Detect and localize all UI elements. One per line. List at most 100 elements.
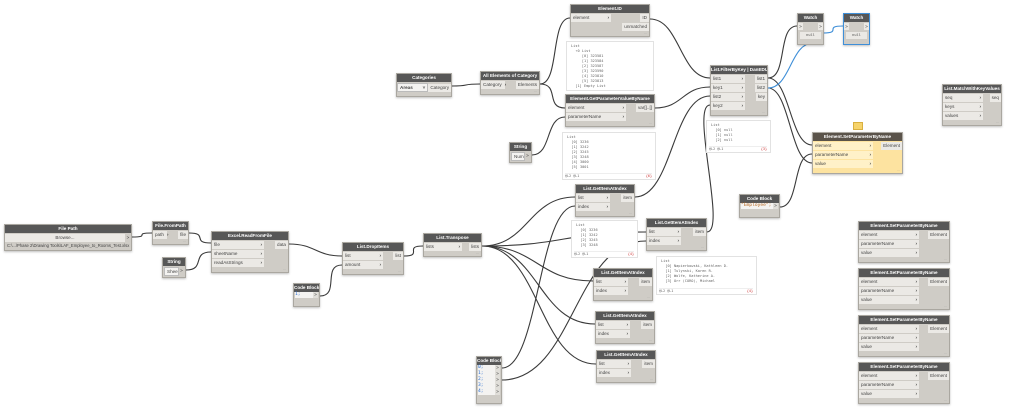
input-port-index[interactable]: index› <box>597 369 631 377</box>
selected-connector-wire[interactable] <box>767 42 814 89</box>
output-port[interactable]: list1 <box>754 75 767 83</box>
node-string-number[interactable]: StringNumber> <box>509 142 532 163</box>
input-port-list2[interactable]: list2› <box>711 93 745 101</box>
input-port-list[interactable]: list› <box>647 228 681 236</box>
output-port[interactable]: Elements <box>515 81 539 89</box>
input-port[interactable]: > <box>844 23 849 30</box>
node-title[interactable]: Element.SetParameterByName <box>859 316 949 324</box>
node-resize-handle[interactable]: … <box>897 168 900 172</box>
comment-icon[interactable] <box>853 122 863 130</box>
node-title[interactable]: File Path <box>5 225 131 233</box>
node-resize-handle[interactable]: … <box>944 304 947 308</box>
node-resize-handle[interactable]: … <box>996 120 999 124</box>
code-text[interactable]: 4; <box>478 389 484 394</box>
code-text[interactable]: 3; <box>478 383 484 388</box>
output-port-arrow[interactable]: > <box>495 377 500 383</box>
input-port-lists[interactable]: lists› <box>424 243 462 251</box>
output-port[interactable]: item <box>639 278 652 286</box>
input-port-parametername[interactable]: parameterName› <box>859 381 919 389</box>
node-resize-handle[interactable]: … <box>649 121 652 125</box>
input-port-amount[interactable]: amount› <box>343 261 383 269</box>
input-port-list[interactable]: list› <box>576 194 610 202</box>
input-port-list1[interactable]: list1› <box>711 75 745 83</box>
node-title[interactable]: List.GetItemAtIndex <box>647 219 706 227</box>
connector-wire[interactable] <box>481 196 576 247</box>
node-title[interactable]: String <box>163 258 185 266</box>
input-port-index[interactable]: index› <box>647 237 681 245</box>
node-title[interactable]: Element.SetParameterByName <box>859 222 949 230</box>
node-title[interactable]: List.GetItemAtIndex <box>596 312 654 320</box>
code-text[interactable]: 2; <box>478 377 484 382</box>
node-title[interactable]: List.GetItemAtIndex <box>597 351 655 359</box>
output-port-arrow[interactable]: > <box>313 292 318 298</box>
node-resize-handle[interactable]: … <box>398 269 401 273</box>
node-resize-handle[interactable]: … <box>762 110 765 114</box>
node-title[interactable]: Code Block <box>740 195 779 203</box>
output-port-arrow[interactable]: > <box>773 203 778 209</box>
node-title[interactable]: File.FromPath <box>153 222 188 230</box>
input-port-element[interactable]: element› <box>859 372 919 380</box>
output-port[interactable]: file <box>178 231 188 239</box>
input-port-list[interactable]: list› <box>343 252 383 260</box>
output-port[interactable]: list <box>393 252 403 260</box>
input-port-file[interactable]: file› <box>212 241 264 249</box>
input-port-parametername[interactable]: parameterName› <box>566 113 626 121</box>
node-title[interactable]: Watch <box>844 14 869 22</box>
connector-wire[interactable] <box>288 243 343 257</box>
input-port-element[interactable]: element› <box>859 231 919 239</box>
input-port-parametername[interactable]: parameterName› <box>813 151 873 159</box>
output-port-arrow[interactable]: > <box>495 389 500 395</box>
category-dropdown[interactable]: Areas˅ <box>397 83 429 92</box>
connector-wire[interactable] <box>451 83 481 87</box>
node-title[interactable]: List.GetItemAtIndex <box>594 269 652 277</box>
node-resize-handle[interactable]: … <box>183 239 186 243</box>
connector-wire[interactable] <box>634 95 711 198</box>
output-port[interactable]: data <box>275 241 288 249</box>
output-port[interactable]: Element <box>928 372 949 380</box>
output-port[interactable]: item <box>621 194 634 202</box>
input-port-index[interactable]: index› <box>596 330 630 338</box>
value-input[interactable]: Sheet1 <box>164 267 179 276</box>
node-watch-2[interactable]: Watch>>null <box>843 13 870 45</box>
node-resize-handle[interactable]: … <box>647 295 650 299</box>
output-port[interactable]: item <box>641 321 654 329</box>
output-port-arrow[interactable]: > <box>126 235 130 240</box>
input-port-list[interactable]: list› <box>594 278 628 286</box>
code-text[interactable]: "Employee"; <box>741 203 772 208</box>
input-port-element[interactable]: element› <box>566 104 626 112</box>
connector-wire[interactable] <box>767 77 813 146</box>
node-title[interactable]: Code Block <box>477 357 501 365</box>
connector-wire[interactable] <box>185 251 212 271</box>
connector-wire[interactable] <box>649 18 711 79</box>
output-port-arrow[interactable]: > <box>495 371 500 377</box>
input-port-keys[interactable]: keys› <box>943 103 983 111</box>
input-port-readasstrings[interactable]: readAsStrings› <box>212 259 264 267</box>
connector-wire[interactable] <box>703 104 714 233</box>
output-port-arrow[interactable]: > <box>495 383 500 389</box>
input-port-seq[interactable]: seq› <box>943 94 983 102</box>
connector-wire[interactable] <box>767 25 798 79</box>
node-resize-handle[interactable]: … <box>944 351 947 355</box>
input-port-parametername[interactable]: parameterName› <box>859 334 919 342</box>
input-port-category[interactable]: Category› <box>481 81 506 89</box>
input-port-sheetname[interactable]: sheetName› <box>212 250 264 258</box>
output-port[interactable]: var[]..[] <box>635 104 654 112</box>
list-levels[interactable]: @L2 @L1 <box>565 174 580 178</box>
browse-button[interactable]: Browse... <box>5 234 125 242</box>
node-resize-handle[interactable]: … <box>644 31 647 35</box>
output-port-arrow[interactable]: > <box>495 365 500 371</box>
